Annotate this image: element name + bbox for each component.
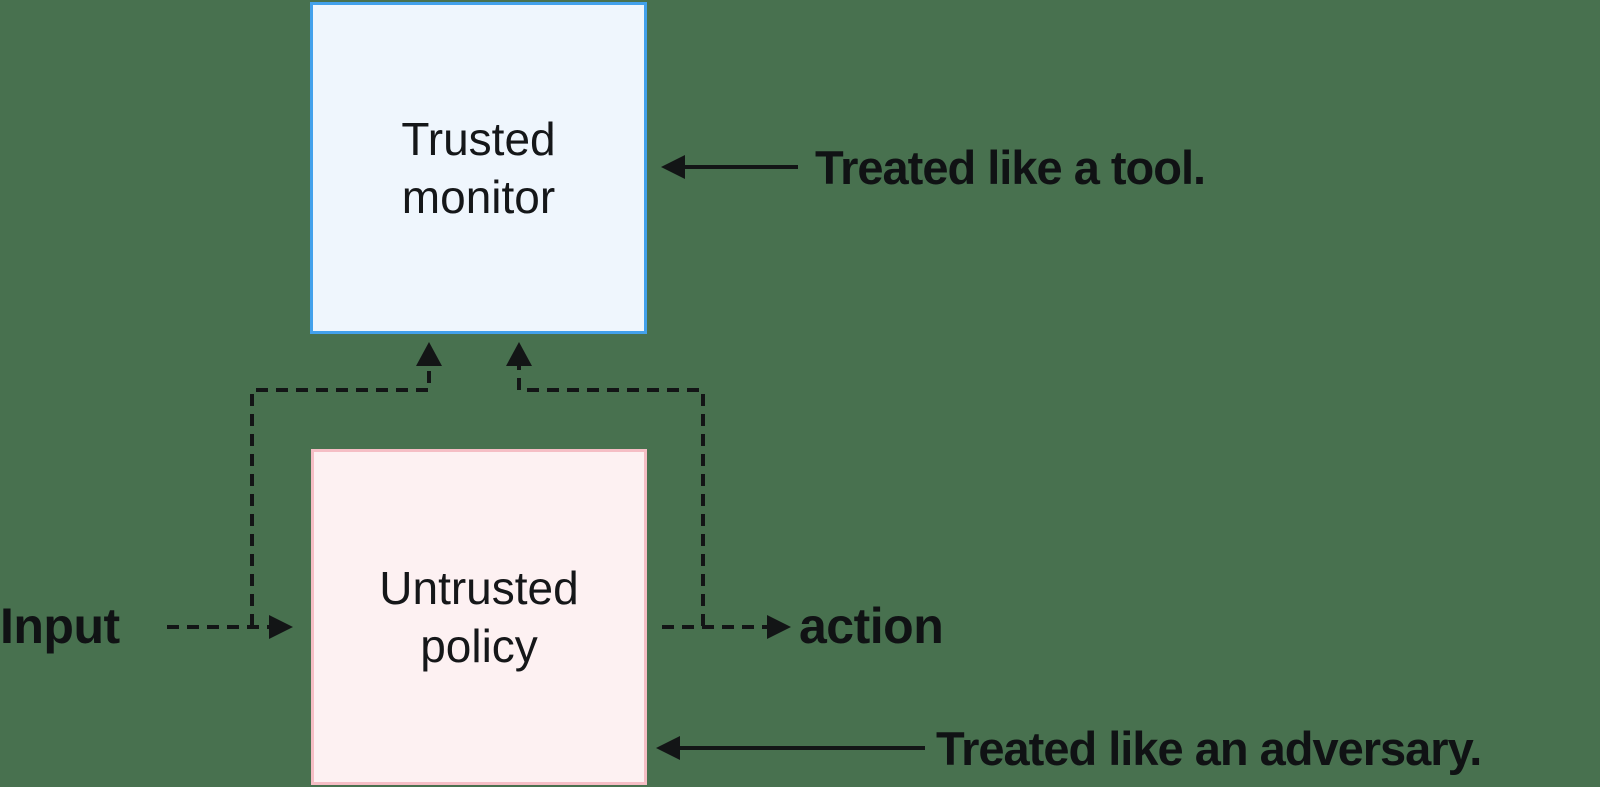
tool-note: Treated like a tool. <box>815 141 1206 194</box>
action-to-monitor-arrowhead <box>506 342 532 366</box>
untrusted-policy-label: Untrusted policy <box>379 562 579 672</box>
adversary-note-arrowhead <box>656 736 680 760</box>
trusted-monitor-label: Trusted monitor <box>401 113 556 223</box>
action-label: action <box>799 598 944 654</box>
action-arrowhead <box>767 615 791 639</box>
input-to-monitor-path <box>250 366 431 626</box>
tool-note-arrowhead <box>661 155 685 179</box>
input-label: Input <box>0 598 120 654</box>
input-to-monitor-arrowhead <box>416 342 442 366</box>
input-arrowhead <box>269 615 293 639</box>
adversary-note: Treated like an adversary. <box>936 722 1482 775</box>
untrusted-policy-box: Untrusted policy <box>311 449 647 785</box>
trusted-monitor-box: Trusted monitor <box>310 2 647 334</box>
action-to-monitor-path <box>517 366 705 626</box>
